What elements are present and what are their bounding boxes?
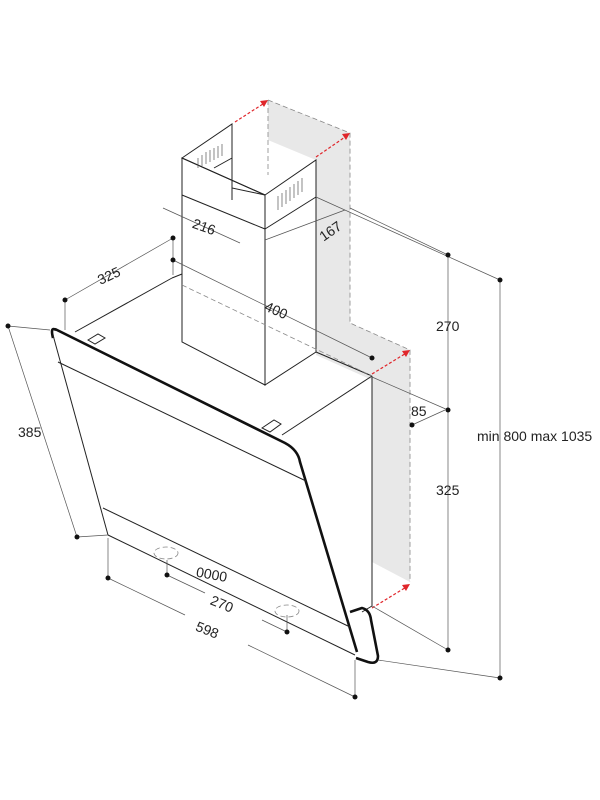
arrow-line	[234, 101, 267, 123]
control-button-icon	[153, 546, 179, 560]
dim-chimney-width: 216	[190, 215, 218, 238]
mount-tab	[261, 419, 282, 433]
dim-total-height: min 800 max 1035	[477, 428, 592, 444]
vent-slots-icon	[197, 144, 223, 168]
arrow-head-icon	[260, 100, 268, 107]
arrow-line	[371, 585, 409, 609]
arrow-line	[371, 351, 409, 375]
arrow-head-icon	[402, 350, 410, 357]
wall-outline	[267, 99, 411, 582]
vent-slots-icon	[277, 178, 303, 210]
arrow-head-icon	[342, 133, 350, 140]
dim-chimney-offset: 400	[262, 298, 290, 322]
arrow-head-icon	[402, 584, 410, 591]
arrow-line	[315, 134, 349, 158]
bottom-handle	[349, 606, 380, 665]
dim-hood-depth: 325	[95, 263, 123, 287]
dim-hood-width: 598	[193, 618, 221, 642]
wall-arrows	[234, 100, 410, 609]
chimney	[180, 123, 317, 386]
dim-upper-height: 270	[436, 318, 460, 334]
control-button-icon	[274, 604, 300, 618]
dimension-dots	[5, 235, 503, 700]
mount-tab	[87, 333, 106, 345]
dimension-lines	[7, 196, 501, 698]
glass-panel: 0000	[50, 327, 380, 665]
control-display: 0000	[195, 564, 229, 585]
dim-glass-height: 385	[18, 424, 42, 440]
dim-lower-height: 325	[436, 482, 460, 498]
wall-area	[268, 100, 410, 582]
dim-wall-gap: 85	[411, 403, 427, 419]
